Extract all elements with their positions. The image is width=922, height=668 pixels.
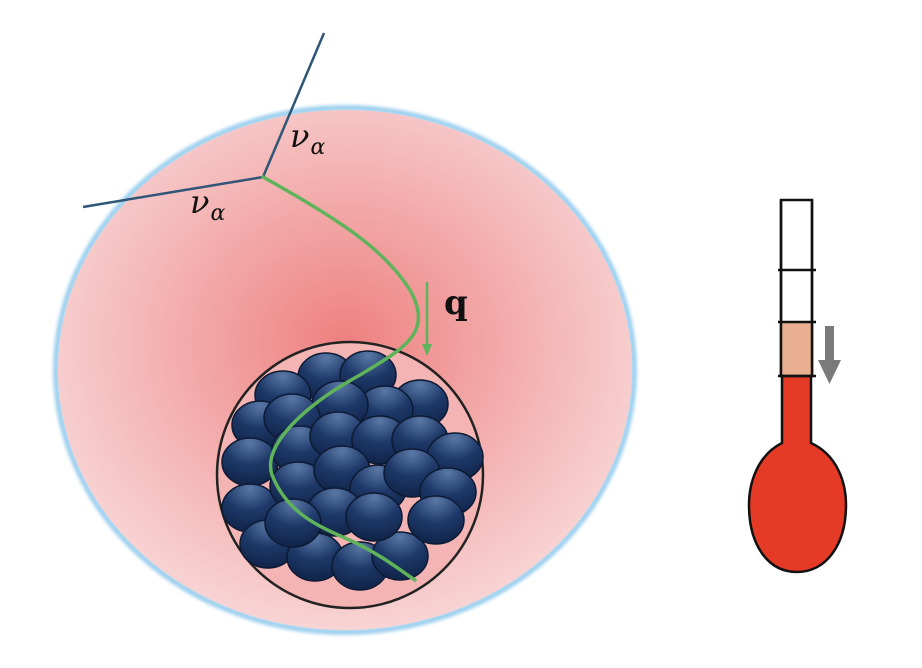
neutrino-label-upper: να (290, 120, 325, 159)
thermometer-level-band (782, 322, 811, 376)
neutrino-line-incoming (82, 175, 264, 209)
thermometer (747, 198, 848, 574)
nucleon (264, 498, 322, 548)
exchange-path (261, 175, 421, 582)
neutrino-line-outgoing (261, 32, 326, 178)
neutrino-vertex (82, 32, 326, 209)
nucleon-cluster (221, 350, 484, 591)
momentum-label: q (444, 283, 468, 323)
nucleon (371, 531, 429, 581)
down-arrow-icon (818, 326, 841, 384)
nu-symbol: ν (290, 117, 310, 155)
alpha-subscript: α (310, 135, 326, 160)
thermometer-bulb (747, 374, 848, 574)
nu-symbol: ν (190, 183, 210, 221)
momentum-arrow (422, 282, 432, 356)
nucleon (407, 495, 465, 545)
alpha-subscript: α (210, 201, 226, 226)
neutrino-label-lower: να (190, 186, 225, 225)
nucleus (215, 340, 485, 610)
nucleon (345, 492, 403, 542)
